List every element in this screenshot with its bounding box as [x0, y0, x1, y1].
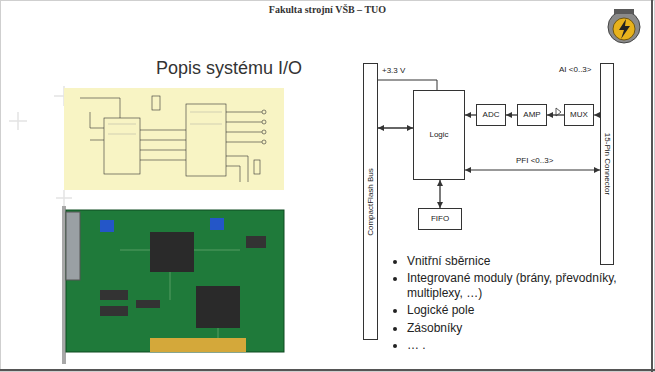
faculty-logo: [619, 19, 630, 39]
signal-name: PFI <0..3>: [515, 157, 554, 166]
plus-mark: [9, 120, 27, 122]
pcb-photo: [100, 220, 114, 232]
logic-box: Logic: [413, 90, 465, 180]
schematic-picture: [64, 88, 284, 190]
decoration: [218, 328, 219, 338]
bullet-list: Vnitřní sběrniceIntegrované moduly (brán…: [393, 254, 641, 355]
decoration: [80, 96, 266, 182]
faculty-logo: [613, 18, 635, 40]
signal-connector: [506, 114, 517, 115]
slide-frame: [0, 369, 655, 371]
pcb-photo: [150, 338, 246, 352]
decoration: [104, 118, 140, 174]
decoration: [190, 124, 222, 125]
decoration: [262, 130, 266, 134]
signal-connector: [439, 180, 440, 208]
bus-band: CompactFlash Bus: [363, 63, 378, 340]
decoration: [152, 96, 160, 110]
slide-frame: [651, 0, 653, 372]
node-label: ADC: [483, 111, 500, 120]
pcb-photo: [62, 206, 66, 364]
bullet-item: … .: [407, 338, 641, 352]
decoration: [194, 250, 240, 251]
faculty-logo: [608, 9, 640, 43]
pcb-photo: [150, 232, 194, 272]
pcb-photo: [62, 206, 284, 364]
decoration: [254, 160, 260, 174]
decoration: [108, 112, 222, 134]
signal-connector: [378, 127, 413, 128]
node-label: FIFO: [431, 215, 449, 224]
faculty-logo: [614, 9, 634, 14]
pcb-photo: [100, 306, 128, 316]
signal-connector: [465, 114, 476, 115]
pcb-photo: [100, 290, 128, 300]
node-label: MUX: [570, 111, 588, 120]
decoration: [80, 98, 120, 118]
slide-title: Popis systému I/O: [156, 58, 302, 79]
node-label: AMP: [523, 111, 540, 120]
decoration: [262, 120, 266, 124]
decoration: [262, 140, 266, 144]
node-label: Logic: [429, 131, 448, 140]
adc-box: ADC: [476, 104, 506, 126]
slide-header: Fakulta strojní VŠB – TUO: [0, 4, 655, 15]
decoration: [186, 104, 226, 176]
schematic-picture: [64, 88, 284, 190]
decoration: [170, 272, 171, 300]
connector-band: 15-Pin Connector: [600, 63, 614, 265]
pcb-photo: [66, 210, 284, 352]
decoration: [108, 134, 136, 135]
fifo-box: FIFO: [418, 208, 462, 230]
bullet-item: Integrované moduly (brány, převodníky, m…: [407, 271, 641, 300]
decoration: [120, 250, 150, 251]
decoration: [140, 130, 186, 160]
decoration: [190, 112, 222, 113]
bullet-item: Logické pole: [407, 303, 641, 317]
node-label: 15-Pin Connector: [603, 133, 612, 195]
signal-connector: [547, 114, 564, 115]
decoration: [90, 112, 104, 140]
decoration: [226, 112, 262, 142]
faculty-logo: [608, 11, 640, 43]
signal-connector: [465, 170, 600, 171]
amp-box: AMP: [517, 104, 547, 126]
decoration: [226, 156, 248, 182]
signal-connector: [378, 80, 437, 90]
pcb-photo: [210, 218, 224, 230]
plus-mark: [56, 197, 72, 199]
decoration: [120, 250, 240, 338]
decoration: [108, 124, 136, 125]
bullet-item: Zásobníky: [407, 321, 641, 335]
signal-name: AI <0..3>: [558, 66, 592, 75]
node-label: CompactFlash Bus: [366, 168, 375, 236]
signal-name: +3.3 V: [381, 67, 406, 76]
mux-box: MUX: [564, 104, 594, 126]
pcb-photo: [246, 236, 266, 248]
pcb-photo: [196, 286, 240, 328]
pcb-photo: [66, 212, 80, 280]
pcb-photo: [136, 300, 160, 308]
decoration: [262, 110, 266, 114]
